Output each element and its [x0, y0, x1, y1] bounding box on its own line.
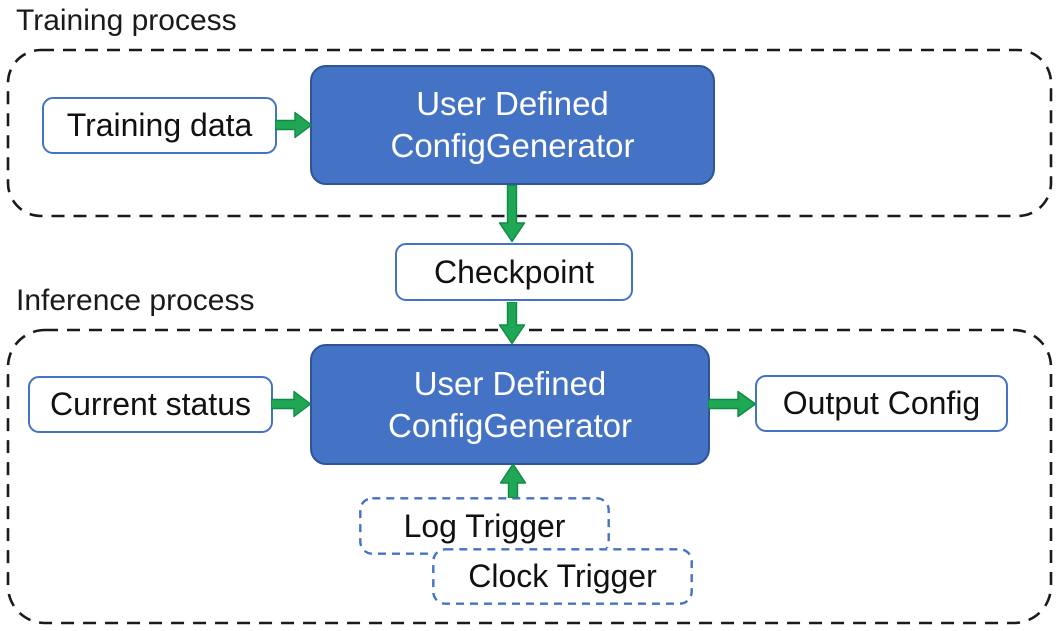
current-status-box: Current status: [28, 376, 273, 433]
arrow-triggers-to-generator: [499, 463, 527, 498]
arrow-current-status-to-generator: [271, 390, 312, 418]
output-config-label: Output Config: [782, 385, 981, 421]
arrow-generator-to-checkpoint: [498, 185, 526, 243]
inference-config-generator-line2: ConfigGenerator: [388, 406, 632, 444]
current-status-label: Current status: [50, 386, 251, 422]
arrow-training-data-to-generator: [275, 111, 313, 139]
training-data-box: Training data: [42, 97, 277, 154]
checkpoint-box: Checkpoint: [395, 243, 633, 301]
log-trigger-box: Log Trigger: [359, 497, 610, 555]
training-config-generator-line1: User Defined: [416, 85, 609, 122]
inference-config-generator-box: User Defined ConfigGenerator: [310, 344, 710, 465]
log-trigger-label: Log Trigger: [403, 507, 566, 544]
output-config-box: Output Config: [755, 375, 1008, 432]
training-config-generator-box: User Defined ConfigGenerator: [310, 65, 715, 185]
clock-trigger-box: Clock Trigger: [432, 548, 693, 605]
arrow-checkpoint-to-inference-generator: [498, 302, 526, 345]
training-data-label: Training data: [66, 107, 253, 143]
checkpoint-label: Checkpoint: [433, 253, 595, 290]
clock-trigger-dashed-border: [432, 548, 693, 605]
training-config-generator-line2: ConfigGenerator: [390, 127, 635, 164]
clock-trigger-label: Clock Trigger: [468, 558, 657, 594]
inference-process-label: Inference process: [16, 284, 255, 317]
arrow-generator-to-output-config: [708, 390, 757, 418]
log-trigger-dashed-border: [359, 497, 610, 555]
inference-config-generator-line1: User Defined: [413, 364, 607, 402]
training-process-label: Training process: [16, 4, 237, 37]
